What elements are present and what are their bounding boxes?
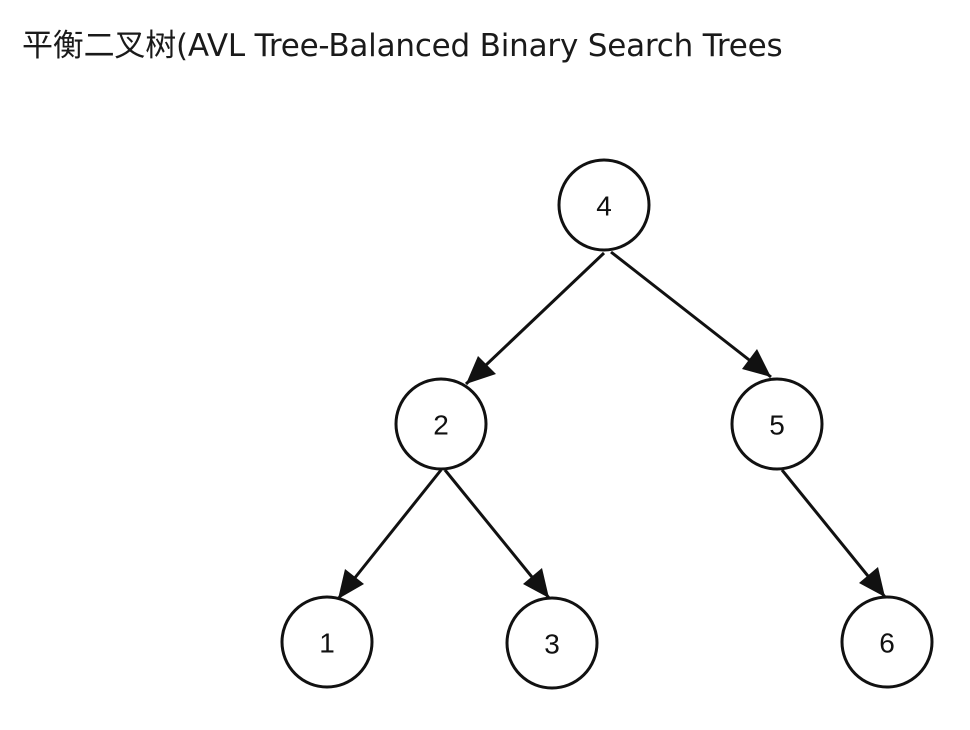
tree-node-2: 2 <box>394 377 488 471</box>
tree-node-5: 5 <box>730 377 824 471</box>
node-circle <box>730 377 824 471</box>
tree-node-1: 1 <box>280 595 374 689</box>
page-title: 平衡二叉树(AVL Tree-Balanced Binary Search Tr… <box>22 28 783 64</box>
node-circle <box>557 158 651 252</box>
arrowhead-4-5 <box>742 349 771 377</box>
arrowhead-5-6 <box>859 567 885 597</box>
arrowhead-4-2 <box>466 356 496 384</box>
tree-edges <box>336 250 887 600</box>
edge-4-2 <box>464 251 606 386</box>
arrowhead-2-3 <box>523 568 549 598</box>
node-label: 1 <box>319 628 335 659</box>
node-circle <box>840 595 934 689</box>
edge-2-3 <box>443 469 551 599</box>
node-circle <box>394 377 488 471</box>
tree-node-6: 6 <box>840 595 934 689</box>
edge-4-5 <box>610 250 772 379</box>
arrowhead-2-1 <box>338 569 364 599</box>
tree-node-3: 3 <box>505 596 599 690</box>
node-label: 3 <box>544 629 560 660</box>
tree-node-4: 4 <box>557 158 651 252</box>
node-label: 6 <box>879 628 895 659</box>
node-circle <box>505 596 599 690</box>
node-label: 2 <box>433 410 449 441</box>
node-label: 5 <box>769 410 785 441</box>
node-label: 4 <box>596 191 612 222</box>
node-circle <box>280 595 374 689</box>
